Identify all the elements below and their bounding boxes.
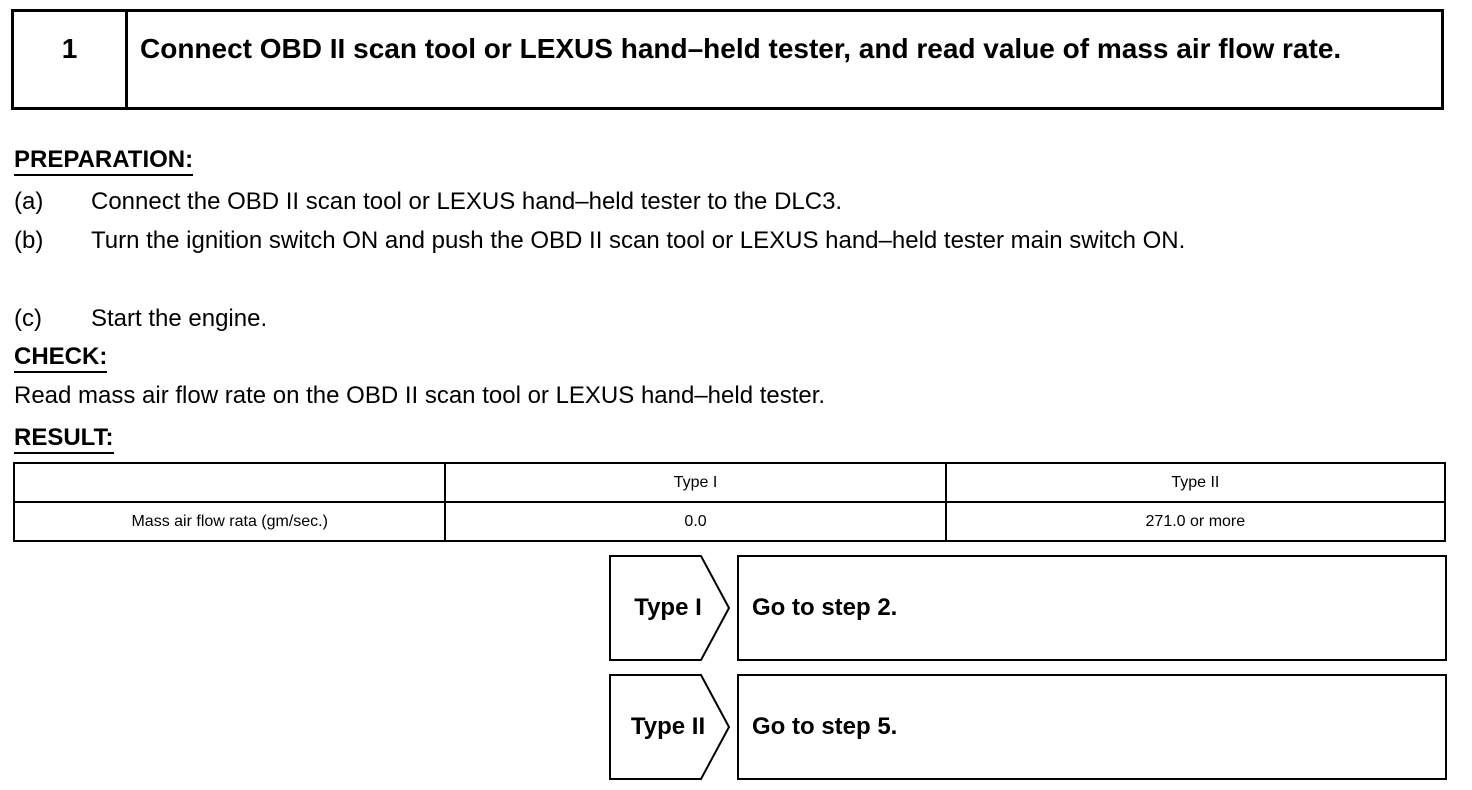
branch-type-1: Type I Go to step 2. — [609, 555, 1447, 661]
check-text: Read mass air flow rate on the OBD II sc… — [14, 382, 826, 409]
table-row: Mass air flow rata (gm/sec.) 0.0 271.0 o… — [12, 501, 1447, 542]
preparation-item-c: (c) Start the engine. — [14, 300, 1446, 337]
branch-action: Go to step 5. — [737, 674, 1447, 780]
item-text: Turn the ignition switch ON and push the… — [91, 227, 1186, 254]
item-letter: (b) — [14, 227, 44, 254]
result-table: Type I Type II Mass air flow rata (gm/se… — [12, 462, 1447, 542]
result-heading: RESULT: — [14, 424, 114, 454]
table-header-cell: Type II — [944, 462, 1447, 503]
table-cell: Mass air flow rata (gm/sec.) — [12, 501, 447, 542]
table-header-row: Type I Type II — [12, 462, 1447, 503]
preparation-heading: PREPARATION: — [14, 146, 194, 176]
branch-arrow-icon — [609, 674, 731, 780]
step-number: 1 — [14, 12, 128, 107]
branch-label: Type II — [630, 713, 706, 740]
item-letter: (c) — [14, 305, 42, 332]
table-header-cell — [12, 462, 447, 503]
branch-label: Type I — [634, 594, 702, 621]
table-header-cell: Type I — [444, 462, 947, 503]
preparation-item-a: (a) Connect the OBD II scan tool or LEXU… — [14, 183, 1446, 220]
step-header: 1 Connect OBD II scan tool or LEXUS hand… — [11, 9, 1444, 110]
table-cell: 271.0 or more — [944, 501, 1447, 542]
step-title: Connect OBD II scan tool or LEXUS hand–h… — [140, 33, 1342, 64]
branch-action: Go to step 2. — [737, 555, 1447, 661]
item-letter: (a) — [14, 188, 44, 215]
item-text: Start the engine. — [91, 305, 268, 332]
table-cell: 0.0 — [444, 501, 947, 542]
branch-type-2: Type II Go to step 5. — [609, 674, 1447, 780]
item-text: Connect the OBD II scan tool or LEXUS ha… — [91, 188, 843, 215]
check-heading: CHECK: — [14, 343, 108, 373]
preparation-item-b: (b) Turn the ignition switch ON and push… — [14, 222, 1446, 259]
branch-arrow-icon — [609, 555, 731, 661]
